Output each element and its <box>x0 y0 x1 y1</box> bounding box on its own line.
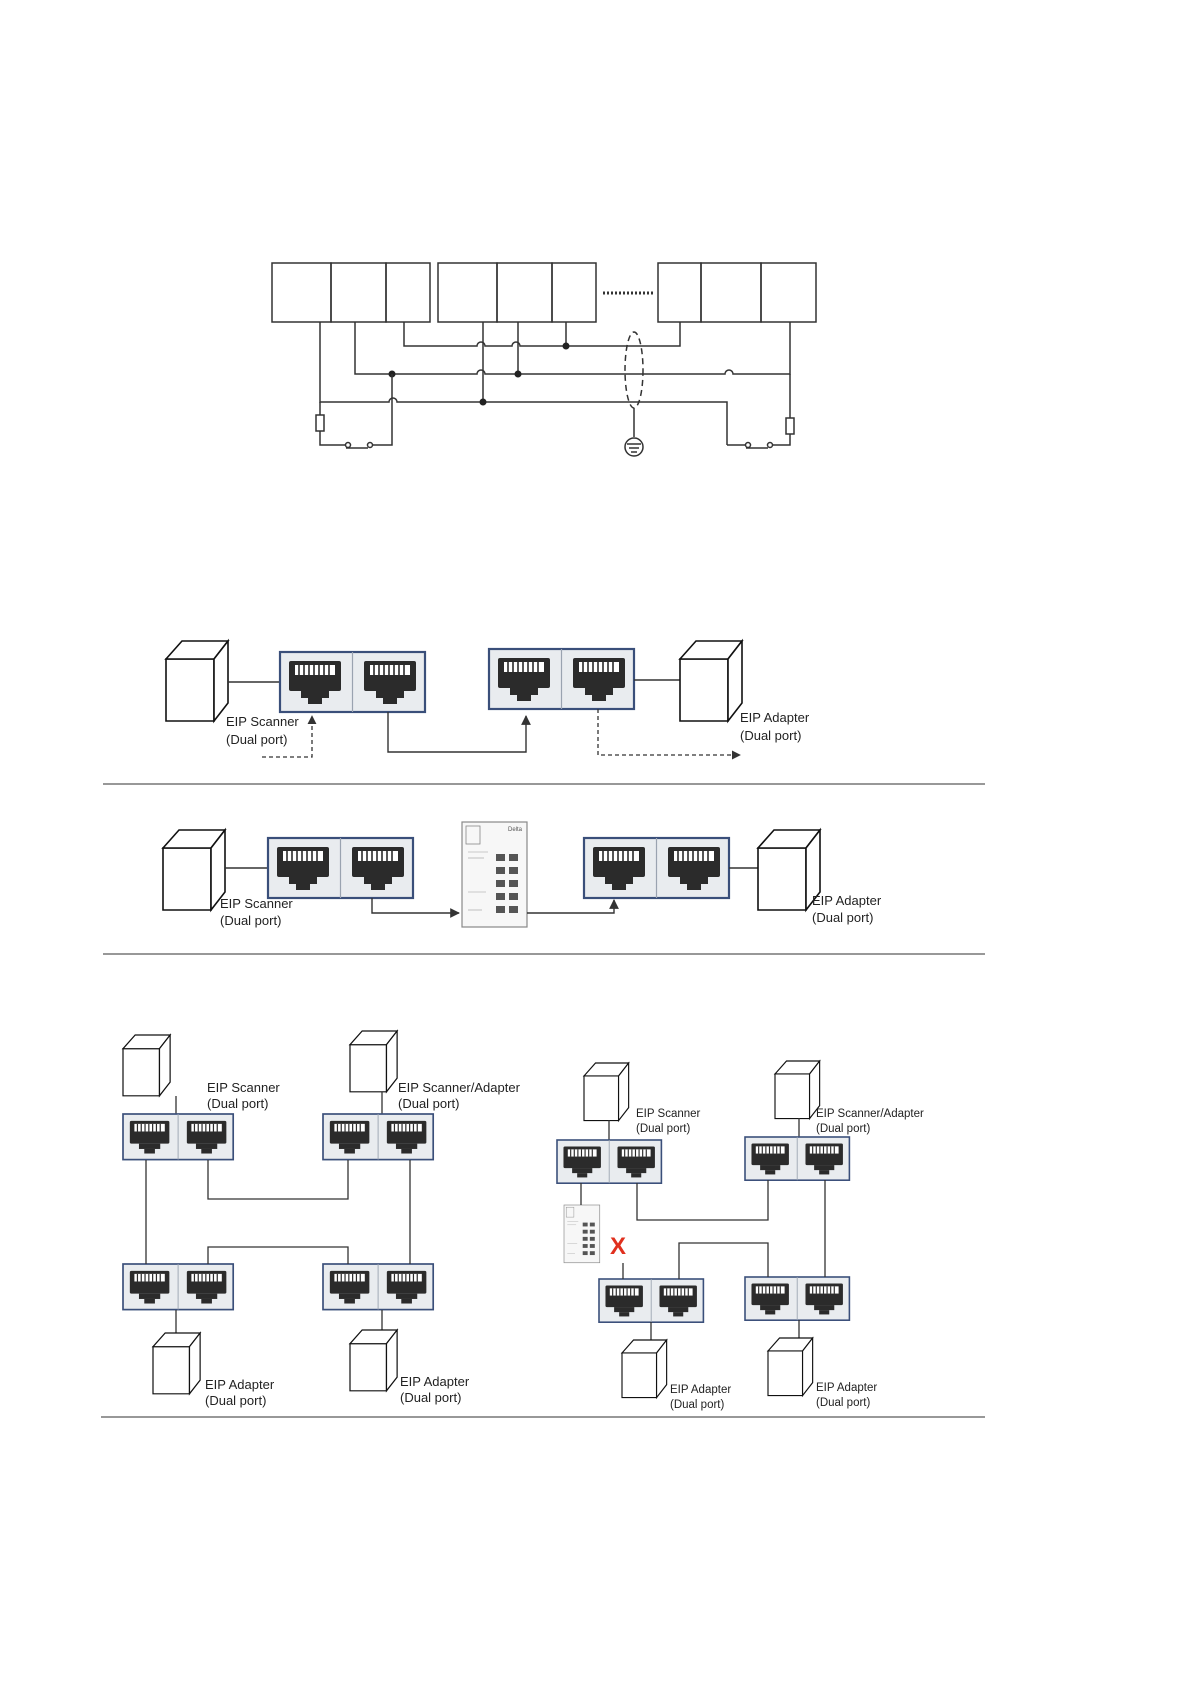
adapter-sublabel: (Dual port) <box>740 728 801 743</box>
scanner-port-module <box>268 838 413 898</box>
scanner-label: EIP Scanner <box>226 714 299 729</box>
ethernet-switch: Delta <box>461 821 528 928</box>
adapter-right-port-module <box>323 1264 433 1310</box>
scanner-sublabel: (Dual port) <box>207 1096 268 1111</box>
left-termination-resistor <box>315 374 393 449</box>
scanner-adapter-port-module <box>745 1137 849 1180</box>
ring-topology-invalid: X EIP Scanner (Dual port) EIP Scanner/Ad… <box>557 1060 924 1411</box>
scanner-adapter-label: EIP Scanner/Adapter <box>816 1108 924 1120</box>
adapter-right-device <box>767 1337 814 1397</box>
scanner-label: EIP Scanner <box>207 1080 280 1095</box>
adapter-left-port-module <box>599 1279 703 1322</box>
daisy-chain-diagram: EIP Scanner (Dual port) EIP Adapter (Dua… <box>165 640 810 760</box>
scanner-sublabel: (Dual port) <box>636 1123 690 1135</box>
ring-cables <box>580 1180 826 1279</box>
scanner-device <box>165 640 229 722</box>
ethernet-switch <box>563 1204 601 1264</box>
scanner-device <box>162 829 226 911</box>
adapter-left-sublabel: (Dual port) <box>670 1399 724 1411</box>
terminal-block-3 <box>657 262 817 323</box>
adapter-left-label: EIP Adapter <box>670 1384 731 1396</box>
scanner-label: EIP Scanner <box>636 1108 701 1120</box>
adapter-device <box>757 829 821 911</box>
scanner-sublabel: (Dual port) <box>220 913 281 928</box>
ground-icon <box>624 437 644 457</box>
adapter-left-device <box>621 1339 668 1399</box>
scanner-port-module <box>557 1140 661 1183</box>
scanner-port-module <box>280 652 425 712</box>
bus-wire-1 <box>403 322 681 347</box>
adapter-device <box>679 640 743 722</box>
cable-shield <box>624 331 644 437</box>
adapter-port-module <box>489 649 634 709</box>
adapter-label: EIP Adapter <box>740 710 810 725</box>
switch-topology-diagram: Delta EIP Scanner (Dual port) EIP Adapte… <box>162 821 882 928</box>
adapter-right-label: EIP Adapter <box>816 1382 877 1394</box>
scanner-adapter-port-module <box>323 1114 433 1160</box>
terminal-block-1 <box>271 262 431 323</box>
scanner-adapter-device <box>774 1060 821 1120</box>
adapter-left-label: EIP Adapter <box>205 1377 275 1392</box>
bus-wire-3 <box>319 322 728 445</box>
adapter-left-sublabel: (Dual port) <box>205 1393 266 1408</box>
adapter-sublabel: (Dual port) <box>812 910 873 925</box>
wiring-diagram <box>271 262 817 457</box>
adapter-right-sublabel: (Dual port) <box>400 1390 461 1405</box>
adapter-right-label: EIP Adapter <box>400 1374 470 1389</box>
svg-text:Delta: Delta <box>508 827 523 833</box>
adapter-right-sublabel: (Dual port) <box>816 1397 870 1409</box>
adapter-left-device <box>152 1332 201 1395</box>
adapter-right-port-module <box>745 1277 849 1320</box>
adapter-port-module <box>584 838 729 898</box>
scanner-device <box>122 1034 171 1097</box>
scanner-sublabel: (Dual port) <box>226 732 287 747</box>
adapter-label: EIP Adapter <box>812 893 882 908</box>
right-termination-resistor <box>727 374 795 449</box>
bus-wire-2 <box>354 322 791 375</box>
adapter-right-device <box>349 1329 398 1392</box>
scanner-adapter-label: EIP Scanner/Adapter <box>398 1080 521 1095</box>
ring-cables <box>145 1160 411 1264</box>
adapter-left-port-module <box>123 1264 233 1310</box>
scanner-device <box>583 1062 630 1122</box>
terminal-block-2 <box>437 262 597 323</box>
scanner-adapter-sublabel: (Dual port) <box>398 1096 459 1111</box>
scanner-label: EIP Scanner <box>220 896 293 911</box>
scanner-port-module <box>123 1114 233 1160</box>
ring-topology-valid: EIP Scanner (Dual port) EIP Scanner/Adap… <box>122 1030 521 1408</box>
invalid-connection-x: X <box>610 1233 626 1260</box>
scanner-adapter-sublabel: (Dual port) <box>816 1123 870 1135</box>
scanner-adapter-device <box>349 1030 398 1093</box>
